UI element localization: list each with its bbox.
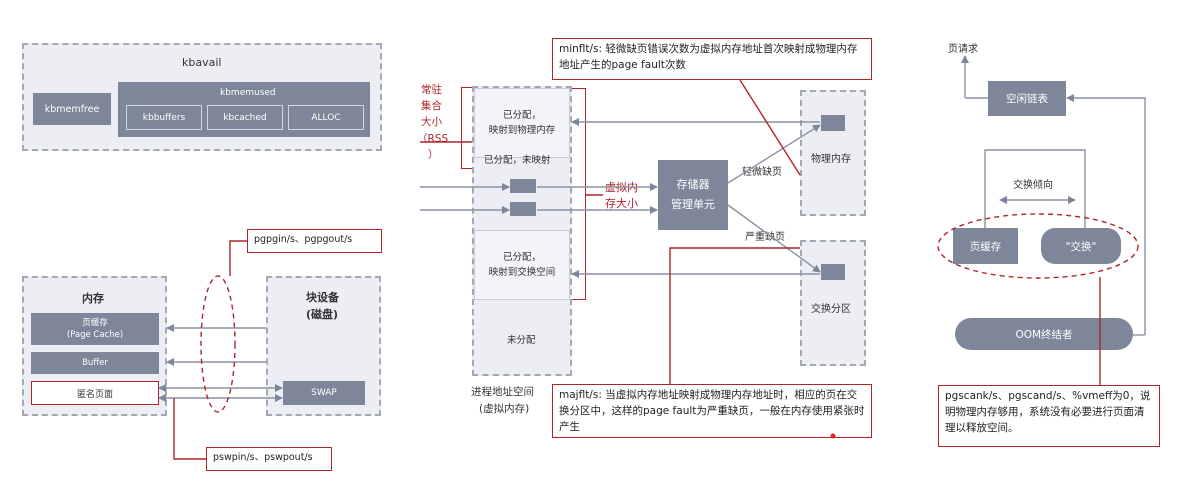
kbbuffers-box: kbbuffers [126,105,202,130]
mmu-line2: 管理单元 [671,198,715,211]
swap-box: SWAP [283,381,365,405]
cell-unmapped: 已分配，未映射 [484,155,551,166]
majflt-note: majflt/s: 当虚拟内存地址映射成物理内存地址时，相应的页在交换分区中，这… [552,384,872,438]
anon-page-box: 匿名页面 [31,381,159,405]
vm-page-2 [510,202,536,216]
rss-label-4: （RSS [417,133,449,145]
pgpgin-label: pgpgin/s、pgpgout/s [247,229,382,253]
swap-area-panel [800,240,866,366]
oom-killer-box: OOM终结者 [955,318,1133,350]
rss-label-2: 集合 [421,100,442,112]
alloc-box: ALLOC [288,105,364,130]
minor-fault-label: 轻微缺页 [742,167,782,178]
free-list-box: 空闲链表 [988,81,1066,116]
reclaim-note: pgscank/s、pgscand/s、%vmeff为0，说明物理内存够用，系统… [938,385,1160,447]
kbavail-title: kbavail [182,56,222,69]
cell3-line1: 已分配， [502,252,541,263]
pswpin-label: pswpin/s、pswpout/s [206,447,332,471]
rss-label-5: ） [428,149,439,161]
cell-unallocated: 未分配 [507,335,536,346]
minflt-note: minflt/s: 轻微缺页错误次数为虚拟内存地址首次映射成物理内存地址产生的p… [552,38,872,80]
block-device-title-2: (磁盘) [306,308,339,321]
page-request-label: 页请求 [948,44,978,55]
rss-bracket [461,87,473,169]
cell1-line1: 已分配， [502,110,541,121]
kbcached-box: kbcached [207,105,283,130]
mmu-box: 存储器 管理单元 [658,160,728,230]
mmu-line1: 存储器 [676,178,710,191]
vm-bracket [572,88,586,300]
cell3-line2: 映射到交换空间 [488,267,556,278]
process-caption-1: 进程地址空间 [471,386,534,398]
swap-area-page [821,264,845,280]
rss-label-1: 常驻 [421,84,442,96]
vm-size-2: 存大小 [605,197,638,210]
phys-mem-page [821,115,845,131]
cell1-line2: 映射到物理内存 [488,125,556,136]
rss-label-3: 大小 [421,116,442,128]
memory-title: 内存 [82,292,104,305]
page-cache-line2: (Page Cache) [66,330,124,340]
swap-area-label: 交换分区 [811,304,851,315]
buffer-box: Buffer [31,352,159,374]
block-device-title-1: 块设备 [306,291,339,304]
cell-mapped-physical: 已分配， 映射到物理内存 [474,88,570,158]
kbmemused-label: kbmemused [220,88,276,98]
cell-mapped-swap: 已分配， 映射到交换空间 [474,230,570,300]
phys-mem-label: 物理内存 [811,154,851,165]
page-cache-box: 页缓存 (Page Cache) [31,313,159,345]
page-cache-reclaim-box: 页缓存 [953,228,1018,264]
page-cache-line1: 页缓存 [82,318,108,328]
vm-size-1: 虚拟内 [605,181,638,194]
major-fault-label: 严重缺页 [745,232,785,243]
process-caption-2: (虚拟内存) [479,403,530,415]
kbmemfree-box: kbmemfree [33,93,111,125]
vm-page-1 [510,179,536,193]
swap-reclaim-box: "交换" [1041,228,1121,264]
swap-tendency-label: 交换倾向 [1013,180,1053,191]
